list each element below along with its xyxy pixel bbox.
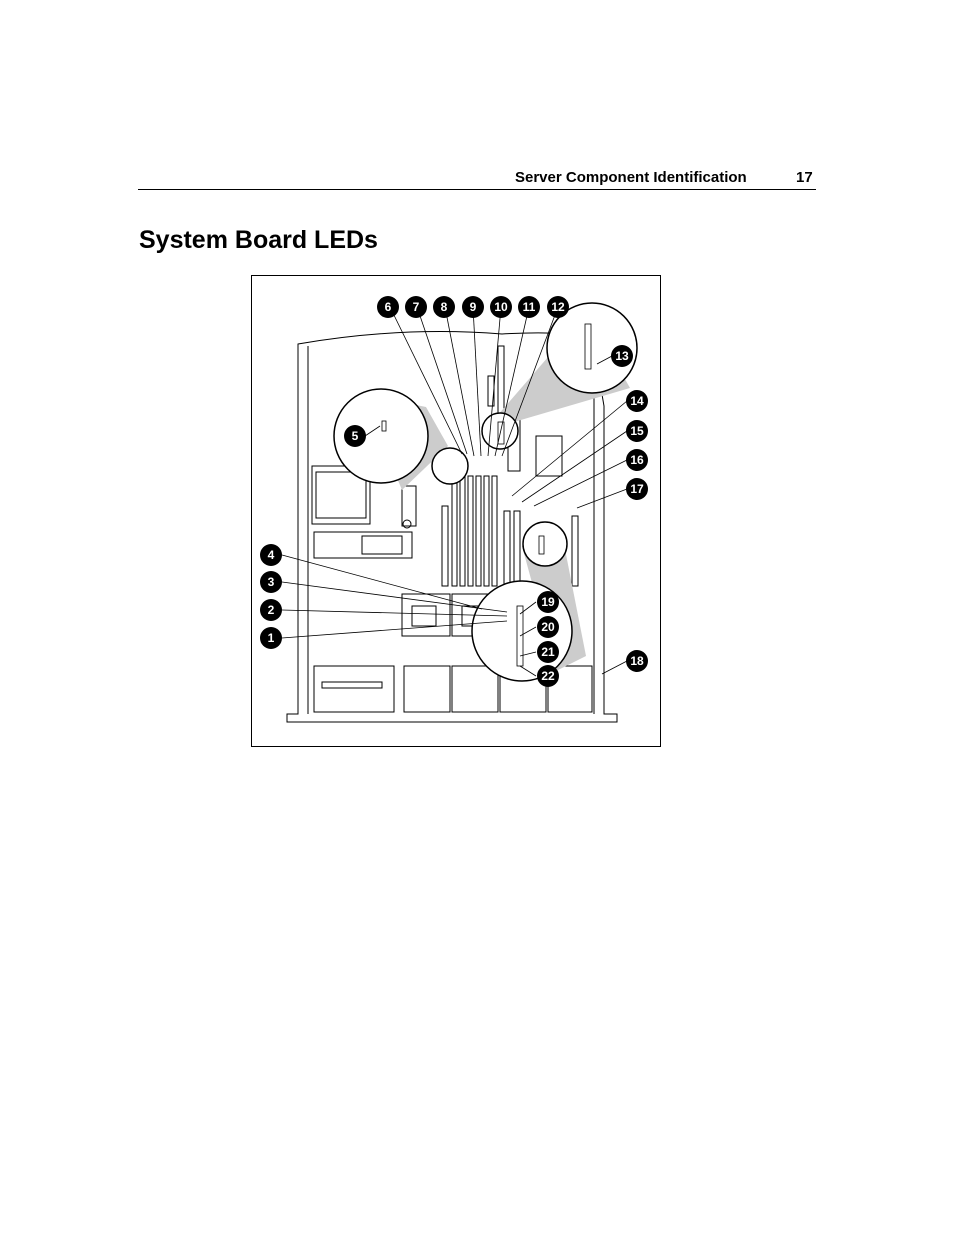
expansion-slot-3 [513,510,521,587]
zoom-source-5 [431,447,469,485]
svg-text:17: 17 [630,482,644,496]
svg-text:4: 4 [268,548,275,562]
callout-markers: 1 2 3 4 5 6 7 8 9 10 11 12 13 14 15 16 1… [260,296,648,687]
svg-text:9: 9 [470,300,477,314]
drive-bay [313,665,395,713]
callout-22: 22 [537,665,559,687]
svg-text:20: 20 [541,620,555,634]
callout-18: 18 [626,650,648,672]
svg-text:22: 22 [541,669,555,683]
callout-4: 4 [260,544,282,566]
zoom-detail-13 [546,302,638,394]
fan-2 [451,665,499,713]
svg-text:15: 15 [630,424,644,438]
callout-14: 14 [626,390,648,412]
svg-text:18: 18 [630,654,644,668]
callout-16: 16 [626,449,648,471]
header-rule [138,189,816,190]
svg-text:7: 7 [413,300,420,314]
callout-5: 5 [344,425,366,447]
callout-1: 1 [260,627,282,649]
svg-text:12: 12 [551,300,565,314]
expansion-slot-1 [441,505,449,587]
page-title: System Board LEDs [139,226,378,254]
page-number: 17 [796,169,813,186]
svg-text:1: 1 [268,631,275,645]
system-board-figure: 1 2 3 4 5 6 7 8 9 10 11 12 13 14 15 16 1… [251,275,661,747]
server-diagram: 1 2 3 4 5 6 7 8 9 10 11 12 13 14 15 16 1… [260,296,648,723]
callout-13: 13 [611,345,633,367]
svg-text:13: 13 [615,349,629,363]
fan-module [313,531,413,559]
callout-6: 6 [377,296,399,318]
callout-3: 3 [260,571,282,593]
expansion-slot-2 [503,510,511,587]
callout-19: 19 [537,591,559,613]
callout-11: 11 [518,296,540,318]
svg-text:5: 5 [352,429,359,443]
zoom-detail-5 [333,388,429,484]
callout-10: 10 [490,296,512,318]
svg-text:14: 14 [630,394,644,408]
svg-text:8: 8 [441,300,448,314]
callout-20: 20 [537,616,559,638]
dimm-slots [451,475,498,587]
svg-text:3: 3 [268,575,275,589]
svg-text:16: 16 [630,453,644,467]
callout-7: 7 [405,296,427,318]
svg-text:6: 6 [385,300,392,314]
svg-text:11: 11 [523,300,536,314]
callout-12: 12 [547,296,569,318]
callout-9: 9 [462,296,484,318]
callout-17: 17 [626,478,648,500]
svg-text:10: 10 [494,300,508,314]
svg-text:2: 2 [268,603,275,617]
svg-text:19: 19 [541,595,555,609]
callout-15: 15 [626,420,648,442]
power-supply [311,465,371,525]
running-header-title: Server Component Identification [515,169,747,186]
zoom-source-19-22 [522,521,568,567]
callout-8: 8 [433,296,455,318]
svg-text:21: 21 [541,645,555,659]
processor-socket-1 [401,593,451,637]
fan-1 [403,665,451,713]
callout-21: 21 [537,641,559,663]
chassis-outline [286,331,618,723]
callout-2: 2 [260,599,282,621]
fan-4 [547,665,593,713]
expansion-slot-4 [571,515,579,587]
